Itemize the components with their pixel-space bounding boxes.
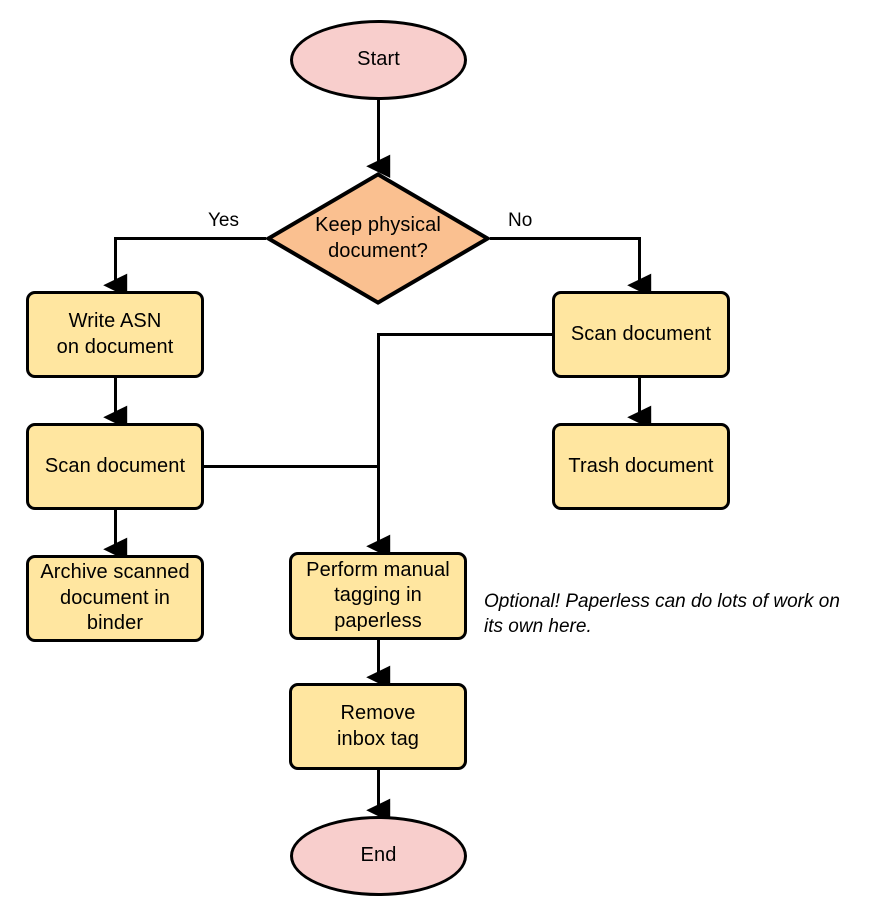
node-scan-document-right-label: Scan document (570, 322, 712, 345)
node-write-asn-on-document-label: Write ASN on document (57, 309, 174, 360)
annotation-line-1: Optional! Paperless can do lots of work … (484, 591, 840, 612)
node-end[interactable]: End (290, 816, 467, 896)
node-keep-physical-document[interactable]: Keep physical document? (266, 172, 490, 305)
label-line-2: inbox tag (336, 727, 420, 750)
diamond-shape (266, 172, 490, 305)
node-end-label: End (360, 844, 397, 867)
edge-label-yes: Yes (208, 210, 239, 231)
label-line-1: Archive scanned (40, 561, 190, 584)
node-keep-physical-document-label: Keep physical document? (282, 213, 475, 264)
node-scan-document-left[interactable]: Scan document (26, 423, 204, 510)
label-line-2: document in (59, 586, 171, 609)
decision-label-line-1: Keep physical (315, 213, 441, 236)
node-archive-scanned-document-in-binder[interactable]: Archive scanned document in binder (26, 555, 204, 642)
node-write-asn-on-document[interactable]: Write ASN on document (26, 291, 204, 378)
node-remove-inbox-tag[interactable]: Remove inbox tag (289, 683, 467, 770)
decision-label-line-2: document? (328, 239, 428, 262)
node-trash-document-label: Trash document (568, 454, 714, 477)
edge-label-no: No (508, 210, 533, 231)
edge-decision-yes (103, 237, 266, 297)
node-scan-document-left-label: Scan document (44, 454, 186, 477)
node-perform-manual-tagging-in-paperless[interactable]: Perform manual tagging in paperless (289, 552, 467, 640)
node-start[interactable]: Start (290, 20, 467, 100)
label-line-3: paperless (334, 609, 422, 632)
node-trash-document[interactable]: Trash document (552, 423, 730, 510)
label-line-1: Remove (340, 701, 416, 724)
edge-decision-no (490, 237, 652, 297)
label-line-2: on document (56, 335, 174, 358)
label-line-3: binder (86, 612, 144, 635)
label-line-2: tagging in (334, 584, 422, 607)
node-archive-scanned-document-in-binder-label: Archive scanned document in binder (40, 560, 189, 637)
node-scan-document-right[interactable]: Scan document (552, 291, 730, 378)
node-start-label: Start (357, 48, 400, 71)
label-line-1: Write ASN (68, 309, 162, 332)
edge-scan-right-to-tagging (366, 333, 552, 558)
annotation-line-2: its own here. (484, 616, 592, 638)
node-remove-inbox-tag-label: Remove inbox tag (337, 701, 419, 752)
node-perform-manual-tagging-in-paperless-label: Perform manual tagging in paperless (306, 558, 450, 635)
annotation-optional-note: Optional! Paperless can do lots of work … (484, 589, 888, 639)
label-line-1: Perform manual (306, 558, 450, 581)
